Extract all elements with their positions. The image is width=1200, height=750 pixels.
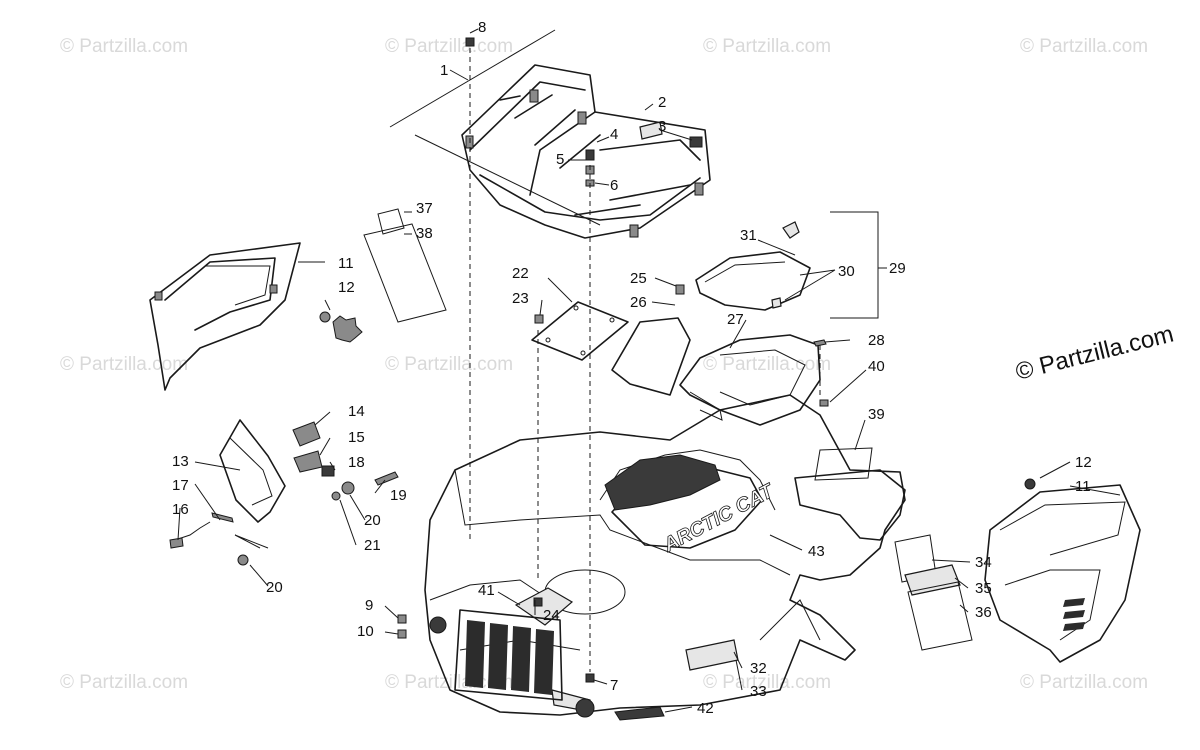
callout-2: 2	[658, 94, 666, 111]
callout-26: 26	[630, 294, 647, 311]
callout-22: 22	[512, 265, 529, 282]
callout-36: 36	[975, 604, 992, 621]
front-fender	[424, 394, 906, 721]
callout-37: 37	[416, 200, 433, 217]
watermark-text: © Partzilla.com	[703, 354, 831, 375]
callout-43: 43	[808, 543, 825, 560]
grommet	[332, 315, 363, 343]
callout-31: 31	[740, 227, 757, 244]
bracket	[611, 317, 691, 396]
callout-5: 5	[556, 151, 564, 168]
callout-40: 40	[868, 358, 885, 375]
callout-28: 28	[868, 332, 885, 349]
callout-20-upper: 20	[364, 512, 381, 529]
callout-38: 38	[416, 225, 433, 242]
grille	[454, 609, 563, 701]
left-side-panel	[149, 242, 301, 391]
callout-25: 25	[630, 270, 647, 287]
watermark-text: © Partzilla.com	[1020, 672, 1148, 693]
callout-29: 29	[889, 260, 906, 277]
callout-18: 18	[348, 454, 365, 471]
callout-10: 10	[357, 623, 374, 640]
watermark-text: © Partzilla.com	[1020, 36, 1148, 57]
callout-labels: 8 1 2 3 4 5 6 37 38 11 12 22 23 25 26 27…	[172, 19, 1092, 717]
callout-20-lower: 20	[266, 579, 283, 596]
watermark-text: © Partzilla.com	[703, 672, 831, 693]
watermark-text: © Partzilla.com	[60, 354, 188, 375]
callout-23: 23	[512, 290, 529, 307]
copyright-notice: © Partzilla.com	[1013, 321, 1176, 386]
callout-41: 41	[478, 582, 495, 599]
callout-35: 35	[975, 580, 992, 597]
callout-15: 15	[348, 429, 365, 446]
callout-16: 16	[172, 501, 189, 518]
watermark-text: © Partzilla.com	[703, 36, 831, 57]
storage-box	[679, 334, 821, 426]
headlight-assembly	[169, 419, 399, 566]
decal-37-38	[363, 208, 447, 323]
callout-32: 32	[750, 660, 767, 677]
callout-21: 21	[364, 537, 381, 554]
callout-12-right: 12	[1075, 454, 1092, 471]
callout-14: 14	[348, 403, 365, 420]
rack-hardware	[465, 37, 703, 672]
callout-24: 24	[543, 607, 560, 624]
callout-6: 6	[610, 177, 618, 194]
callout-19: 19	[390, 487, 407, 504]
watermarks: © Partzilla.com © Partzilla.com © Partzi…	[60, 36, 1148, 693]
callout-3: 3	[658, 118, 666, 135]
callout-12-left: 12	[338, 279, 355, 296]
decals-right	[894, 534, 973, 651]
callout-42: 42	[697, 700, 714, 717]
callout-9: 9	[365, 597, 373, 614]
callout-39: 39	[868, 406, 885, 423]
callout-13: 13	[172, 453, 189, 470]
callout-27: 27	[727, 311, 744, 328]
callout-11-left: 11	[338, 255, 354, 272]
access-plate	[531, 301, 629, 361]
leader-lines	[177, 28, 1121, 713]
callout-8: 8	[478, 19, 486, 36]
callout-1: 1	[440, 62, 448, 79]
callout-11-right: 11	[1075, 478, 1091, 495]
watermark-text: © Partzilla.com	[385, 354, 513, 375]
right-side-panel	[984, 478, 1141, 663]
watermark-text: © Partzilla.com	[60, 672, 188, 693]
lid-assembly	[695, 211, 887, 319]
callout-7: 7	[610, 677, 618, 694]
callout-30: 30	[838, 263, 855, 280]
callout-17: 17	[172, 477, 189, 494]
right-fender-strip	[794, 447, 906, 541]
watermark-text: © Partzilla.com	[385, 36, 513, 57]
callout-33: 33	[750, 683, 767, 700]
callout-34: 34	[975, 554, 992, 571]
callout-4: 4	[610, 126, 618, 143]
watermark-text: © Partzilla.com	[60, 36, 188, 57]
